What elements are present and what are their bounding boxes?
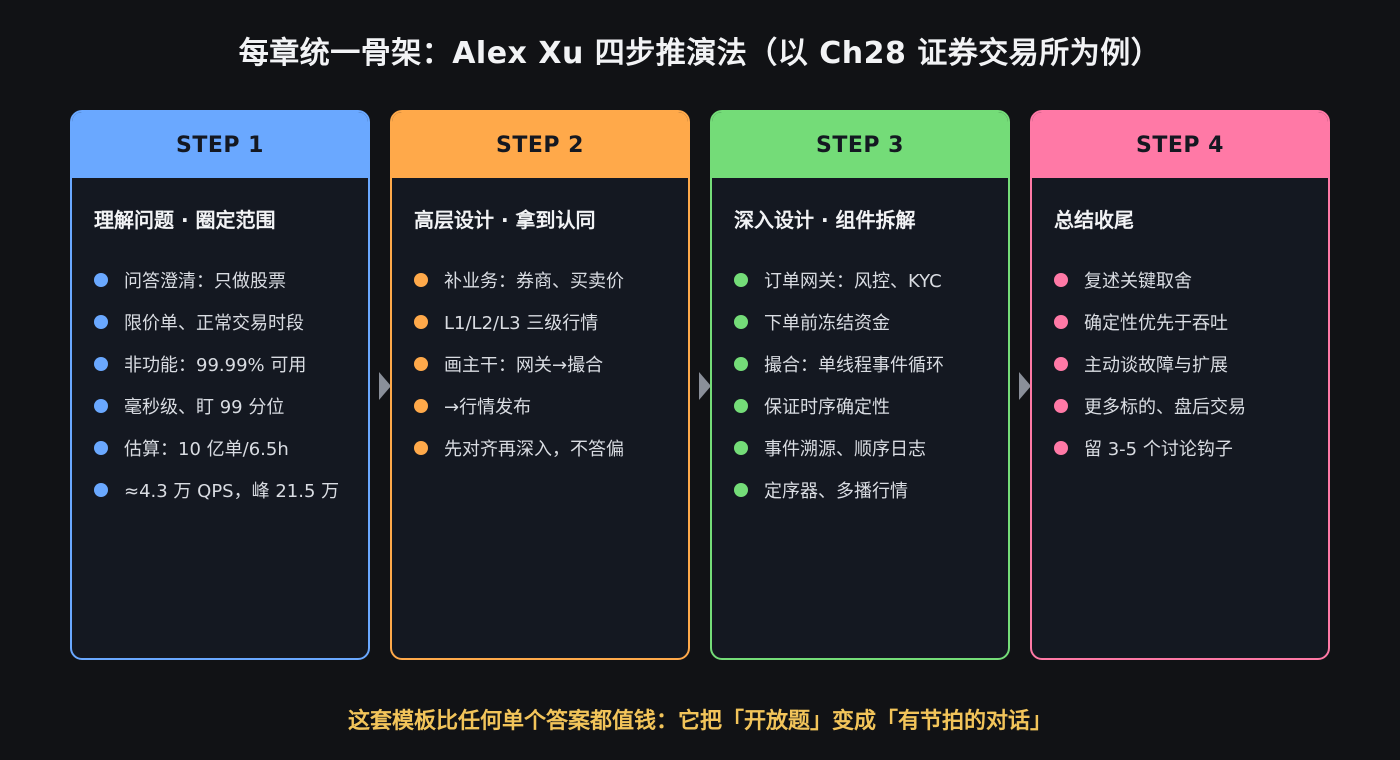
step-heading-4: 总结收尾: [1054, 208, 1134, 232]
step-card-4: STEP 4 总结收尾 复述关键取舍 确定性优先于吞吐 主动谈故障与扩展 更多标…: [1030, 110, 1330, 660]
list-item-text: 更多标的、盘后交易: [1084, 397, 1246, 418]
list-item-text: 问答澄清：只做股票: [124, 271, 286, 292]
list-item: 先对齐再深入，不答偏: [414, 427, 666, 469]
list-item-text: 主动谈故障与扩展: [1084, 355, 1228, 376]
bullet-dot-icon: [94, 357, 108, 371]
list-item: 补业务：券商、买卖价: [414, 259, 666, 301]
list-item-text: ≈4.3 万 QPS，峰 21.5 万: [124, 481, 340, 502]
list-item: 非功能：99.99% 可用: [94, 343, 346, 385]
list-item-text: 撮合：单线程事件循环: [764, 355, 944, 376]
bullet-dot-icon: [94, 441, 108, 455]
list-item: L1/L2/L3 三级行情: [414, 301, 666, 343]
list-item: 确定性优先于吞吐: [1054, 301, 1306, 343]
list-item: 画主干：网关→撮合: [414, 343, 666, 385]
list-item: 下单前冻结资金: [734, 301, 986, 343]
list-item-text: 订单网关：风控、KYC: [764, 271, 942, 292]
bullet-dot-icon: [734, 315, 748, 329]
bullet-dot-icon: [734, 399, 748, 413]
list-item: 定序器、多播行情: [734, 469, 986, 511]
step-card-3: STEP 3 深入设计 · 组件拆解 订单网关：风控、KYC 下单前冻结资金 撮…: [710, 110, 1010, 660]
list-item-text: 下单前冻结资金: [764, 313, 890, 334]
list-item-text: 非功能：99.99% 可用: [124, 355, 307, 376]
list-item-text: 补业务：券商、买卖价: [444, 271, 624, 292]
step-header-1: STEP 1: [72, 112, 368, 178]
footer-note: 这套模板比任何单个答案都值钱：它把「开放题」变成「有节拍的对话」: [347, 709, 1052, 734]
bullet-dot-icon: [94, 315, 108, 329]
list-item-text: 事件溯源、顺序日志: [764, 439, 926, 460]
bullet-dot-icon: [1054, 273, 1068, 287]
list-item: 估算：10 亿单/6.5h: [94, 427, 346, 469]
list-item: 复述关键取舍: [1054, 259, 1306, 301]
list-item-text: 估算：10 亿单/6.5h: [124, 439, 289, 460]
step-card-1: STEP 1 理解问题 · 圈定范围 问答澄清：只做股票 限价单、正常交易时段 …: [70, 110, 370, 660]
list-item-text: 画主干：网关→撮合: [444, 355, 604, 376]
list-item: 撮合：单线程事件循环: [734, 343, 986, 385]
page-title: 每章统一骨架：Alex Xu 四步推演法（以 Ch28 证券交易所为例）: [238, 36, 1162, 71]
bullet-dot-icon: [1054, 357, 1068, 371]
bullet-dot-icon: [734, 483, 748, 497]
list-item: 订单网关：风控、KYC: [734, 259, 986, 301]
list-item: 更多标的、盘后交易: [1054, 385, 1306, 427]
bullet-dot-icon: [94, 483, 108, 497]
list-item-text: 确定性优先于吞吐: [1084, 313, 1228, 334]
bullet-dot-icon: [1054, 399, 1068, 413]
list-item-text: 限价单、正常交易时段: [124, 313, 304, 334]
arrow-right-icon: [379, 372, 391, 400]
list-item: 主动谈故障与扩展: [1054, 343, 1306, 385]
arrow-right-icon: [699, 372, 711, 400]
step-heading-1: 理解问题 · 圈定范围: [94, 208, 276, 232]
bullet-dot-icon: [414, 273, 428, 287]
list-item-text: 定序器、多播行情: [764, 481, 908, 502]
bullet-dot-icon: [1054, 315, 1068, 329]
list-item-text: 毫秒级、盯 99 分位: [124, 397, 285, 418]
list-item: 毫秒级、盯 99 分位: [94, 385, 346, 427]
list-item-text: L1/L2/L3 三级行情: [444, 313, 599, 334]
bullet-dot-icon: [734, 273, 748, 287]
bullet-dot-icon: [414, 357, 428, 371]
bullet-dot-icon: [414, 399, 428, 413]
step-header-4: STEP 4: [1032, 112, 1328, 178]
list-item-text: 复述关键取舍: [1084, 271, 1192, 292]
arrow-right-icon: [1019, 372, 1031, 400]
step-card-2: STEP 2 高层设计 · 拿到认同 补业务：券商、买卖价 L1/L2/L3 三…: [390, 110, 690, 660]
list-item: 限价单、正常交易时段: [94, 301, 346, 343]
step-heading-3: 深入设计 · 组件拆解: [734, 208, 916, 232]
list-item: 事件溯源、顺序日志: [734, 427, 986, 469]
list-item-text: 保证时序确定性: [764, 397, 890, 418]
bullet-dot-icon: [734, 357, 748, 371]
step-heading-2: 高层设计 · 拿到认同: [414, 208, 596, 232]
list-item-text: 先对齐再深入，不答偏: [444, 439, 624, 460]
bullet-dot-icon: [414, 441, 428, 455]
list-item: ≈4.3 万 QPS，峰 21.5 万: [94, 469, 346, 511]
bullet-dot-icon: [94, 273, 108, 287]
list-item: 问答澄清：只做股票: [94, 259, 346, 301]
bullet-dot-icon: [1054, 441, 1068, 455]
bullet-dot-icon: [94, 399, 108, 413]
step-header-2: STEP 2: [392, 112, 688, 178]
list-item: 保证时序确定性: [734, 385, 986, 427]
step-header-3: STEP 3: [712, 112, 1008, 178]
list-item-text: →行情发布: [444, 397, 532, 418]
list-item-text: 留 3-5 个讨论钩子: [1084, 439, 1233, 460]
bullet-dot-icon: [414, 315, 428, 329]
list-item: →行情发布: [414, 385, 666, 427]
list-item: 留 3-5 个讨论钩子: [1054, 427, 1306, 469]
bullet-dot-icon: [734, 441, 748, 455]
